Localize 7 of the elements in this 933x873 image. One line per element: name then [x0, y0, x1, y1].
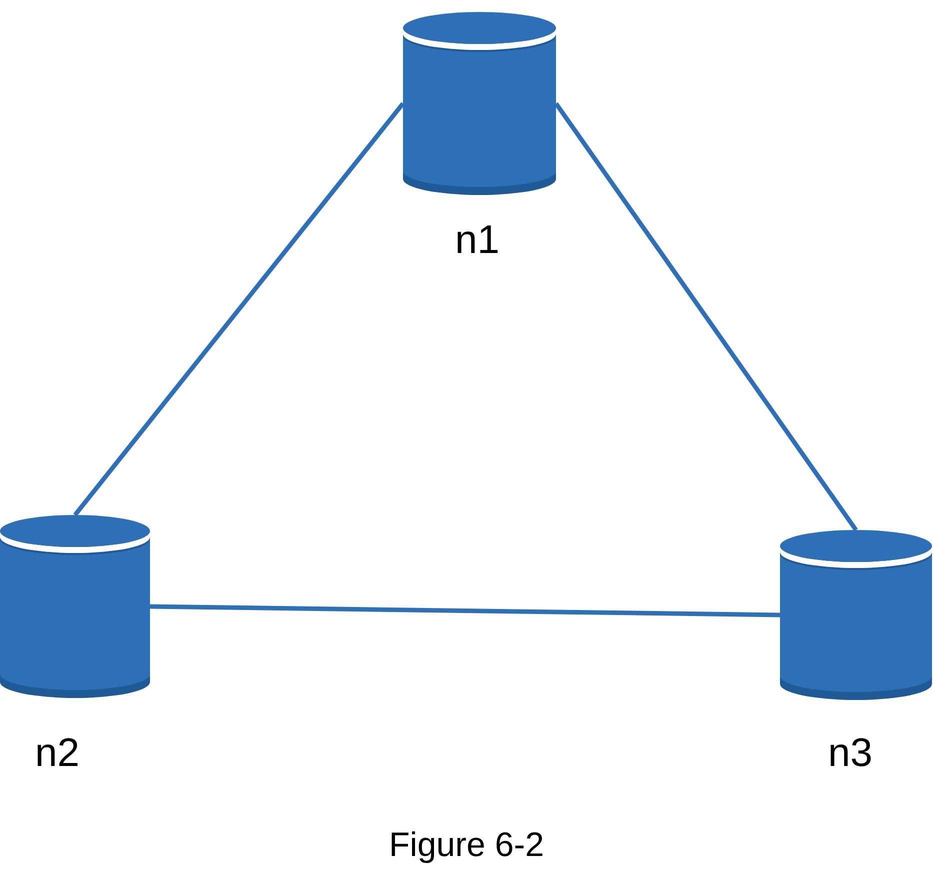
node-label: n2	[35, 733, 80, 773]
connector-line	[554, 102, 858, 532]
connector-line	[150, 604, 780, 618]
figure-caption: Figure 6-2	[389, 828, 544, 862]
connector-line	[73, 102, 405, 516]
node-label: n1	[455, 220, 500, 260]
node-label: n3	[828, 733, 872, 773]
